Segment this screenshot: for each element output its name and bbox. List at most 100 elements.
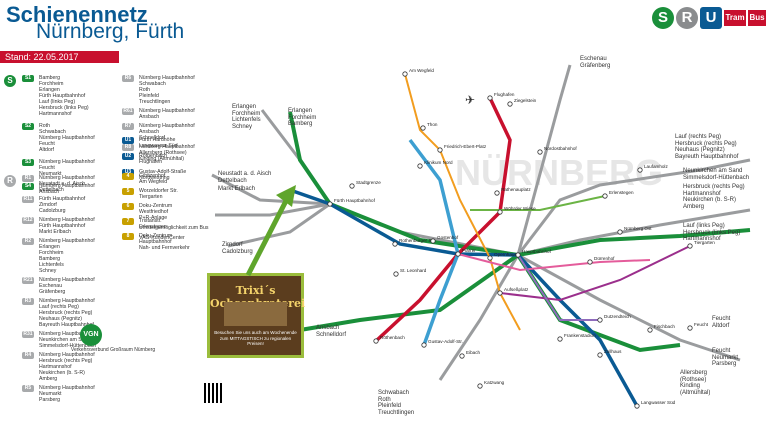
- tram-line-text-6: Doku-Zentrum Westfriedhof: [139, 203, 173, 215]
- station-marker[interactable]: [487, 95, 493, 101]
- legend-symbol-1: Umsteigemöglichkeit zum Bus: [139, 225, 209, 231]
- station-label: Langwasser Süd: [641, 400, 676, 405]
- station-label: Nordostbahnhof: [544, 146, 577, 151]
- station-marker[interactable]: [597, 317, 603, 323]
- r3-route: [516, 158, 751, 256]
- station-marker[interactable]: [455, 251, 461, 257]
- station-marker[interactable]: [459, 353, 465, 359]
- r-line-badge-r7: R7: [122, 123, 134, 130]
- station-marker[interactable]: [537, 149, 543, 155]
- station-label: Frankenstadion: [564, 333, 596, 338]
- branch-label-w2: Markt Erlbach: [218, 186, 256, 192]
- station-marker[interactable]: [634, 403, 640, 409]
- tram-line-text-5: Worzeldorfer Str. Tiergarten: [139, 188, 178, 200]
- s4-route: [299, 253, 520, 332]
- station-marker[interactable]: [494, 190, 500, 196]
- stations: Am WegfeldFlughafenZiegelsteinThonNordos…: [327, 68, 715, 409]
- r-line-text-r12: Nürnberg Hauptbahnhof Fürth Hauptbahnhof…: [39, 217, 95, 235]
- station-marker[interactable]: [373, 338, 379, 344]
- r-line-badge-r6: R6: [122, 75, 134, 82]
- station-marker[interactable]: [587, 259, 593, 265]
- branch-label-se1: Feucht Altdorf: [712, 316, 731, 329]
- tram6-route: [457, 253, 651, 272]
- station-label: Am Wegfeld: [409, 68, 434, 73]
- r-line-text-r2: Nürnberg Hauptbahnhof Erlangen Forchheim…: [39, 238, 95, 274]
- station-marker[interactable]: [437, 147, 443, 153]
- tram-line-badge-4: 4: [122, 173, 134, 180]
- promo-pointer-arrow: [245, 185, 296, 277]
- station-label: Thon: [427, 122, 438, 127]
- station-marker[interactable]: [497, 209, 503, 215]
- station-label: Rothenburger Str.: [399, 238, 435, 243]
- map-watermark: NÜRNBERG: [455, 152, 663, 193]
- station-marker[interactable]: [647, 327, 653, 333]
- u1-route: [289, 188, 639, 407]
- u-line-text-u2: Röthenbach Flughafen: [139, 153, 167, 165]
- r-line-badge-r1: R1: [22, 175, 34, 182]
- station-marker[interactable]: [402, 71, 408, 77]
- bus-logo-icon: Bus: [748, 10, 766, 26]
- s-line-badge-s1: S1: [22, 75, 34, 82]
- u-line-text-u1: Fürth Hardhöhe Langwasser Süd: [139, 137, 178, 149]
- station-marker[interactable]: [392, 241, 398, 247]
- r-line-badge-r12: R12: [22, 217, 34, 224]
- branch-label-nw2: Erlangen Forchheim Bamberg: [288, 108, 317, 127]
- station-marker[interactable]: [487, 255, 493, 261]
- station-marker[interactable]: [687, 243, 693, 249]
- tram-logo-icon: Tram: [724, 10, 746, 26]
- tram-line-badge-7: 7: [122, 218, 134, 225]
- station-label: Stadtgrenze: [356, 180, 381, 185]
- station-marker[interactable]: [602, 193, 608, 199]
- station-label: Opernhaus: [494, 252, 517, 257]
- r-line-text-r11: Fürth Hauptbahnhof Zirndorf Cadolzburg: [39, 196, 86, 214]
- s-line-badge-s2: S2: [22, 123, 34, 130]
- r-line-text-r21: Nürnberg Hauptbahnhof Eschenau Gräfenber…: [39, 277, 95, 295]
- station-label: Fürth Hauptbahnhof: [334, 198, 376, 203]
- station-marker[interactable]: [393, 271, 399, 277]
- r-bahn-logo-icon: R: [676, 7, 698, 29]
- station-marker[interactable]: [557, 336, 563, 342]
- r-line-badge-r8: R8: [122, 144, 134, 151]
- station-marker[interactable]: [430, 238, 436, 244]
- station-marker[interactable]: [420, 125, 426, 131]
- map-subtitle: Nürnberg, Fürth: [36, 20, 185, 43]
- legend-symbol-2: VAG-KundenCenter: [139, 235, 185, 241]
- station-marker[interactable]: [421, 342, 427, 348]
- r-line-badge-r5: R5: [22, 385, 34, 392]
- station-marker[interactable]: [477, 383, 483, 389]
- r-line-badge-r2: R2: [22, 238, 34, 245]
- station-label: Katzwang: [484, 380, 505, 385]
- station-marker[interactable]: [497, 290, 503, 296]
- station-marker[interactable]: [507, 101, 513, 107]
- branch-label-s1: Schwabach Roth Pleinfeld Treuchtlingen: [378, 390, 415, 416]
- station-label: Hauptbahnhof: [522, 249, 552, 254]
- station-marker[interactable]: [515, 252, 521, 258]
- station-marker[interactable]: [327, 201, 333, 207]
- r-line-text-r8: Nürnberg Hauptbahnhof Allersberg (Rothse…: [139, 144, 195, 162]
- s-mode-icon: S: [4, 75, 16, 87]
- station-label: Zollhaus: [604, 349, 622, 354]
- station-marker[interactable]: [617, 229, 623, 235]
- tram-line-badge-8: 8: [122, 233, 134, 240]
- legend-symbol-0: P+R-Anlage: [139, 215, 168, 221]
- branch-label-e4: Lauf (links Peg) Hersbruck (links Peg) H…: [683, 223, 741, 242]
- s-line-text-s1: Bamberg Forchheim Erlangen Fürth Hauptba…: [39, 75, 89, 117]
- promo-ad[interactable]: Trixi´s Ochsenbraterei Besuchen Sie uns …: [207, 273, 305, 358]
- tram5-route: [499, 245, 691, 302]
- s-line-badge-s3: S3: [22, 159, 34, 166]
- restaurant-photo: [224, 302, 287, 326]
- station-label: Röthenbach: [380, 335, 405, 340]
- station-marker[interactable]: [687, 325, 693, 331]
- station-marker[interactable]: [349, 183, 355, 189]
- r-line-text-r61: Nürnberg Hauptbahnhof Ansbach: [139, 108, 195, 120]
- station-marker[interactable]: [597, 352, 603, 358]
- r-line-badge-r21: R21: [22, 277, 34, 284]
- qr-code-icon[interactable]: [204, 383, 224, 403]
- r-line-text-r7: Nürnberg Hauptbahnhof Ansbach Schnelldor…: [139, 123, 195, 141]
- station-marker[interactable]: [417, 163, 423, 169]
- station-label: Dutzendteich: [604, 314, 631, 319]
- branch-label-nw: Erlangen Forchheim Lichtenfels Schney: [232, 104, 261, 130]
- r-line-badge-r31: R31: [22, 331, 34, 338]
- station-label: Gustav-Adolf-Str.: [428, 339, 463, 344]
- station-marker[interactable]: [637, 167, 643, 173]
